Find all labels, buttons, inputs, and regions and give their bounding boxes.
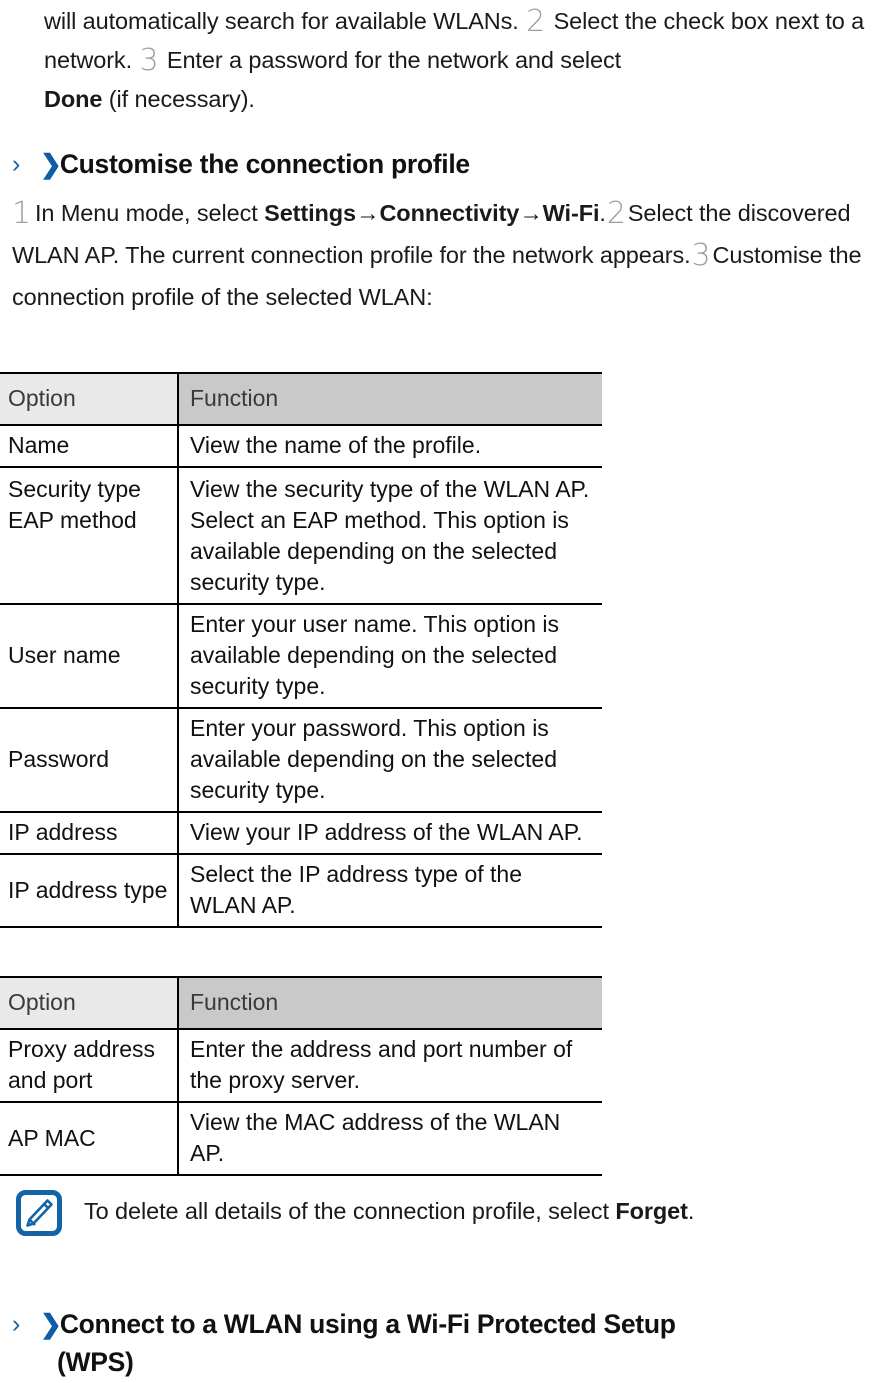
cell-option: Password	[0, 707, 178, 813]
arrow-icon-1: →	[356, 200, 380, 226]
chevron-right-icon: ›	[12, 150, 21, 178]
intro-line1-post: Select the check box	[553, 8, 769, 34]
note-block: To delete all details of the connection …	[14, 1186, 874, 1246]
note-text: To delete all details of the connection …	[84, 1194, 864, 1228]
step-number-2: 2	[526, 4, 546, 39]
column-header-function: Function	[177, 976, 602, 1030]
step-number-1: 1	[12, 196, 31, 231]
cell-function: View your IP address of the WLAN AP.	[177, 811, 602, 855]
menu-connectivity: Connectivity	[379, 200, 520, 226]
table-row: User name Enter your user name. This opt…	[0, 603, 602, 709]
table-header-row: Option Function	[0, 372, 602, 426]
cell-option: Name	[0, 424, 178, 468]
note-forget-bold: Forget	[615, 1198, 688, 1224]
section-heading-wps: › ❯Connect to a WLAN using a Wi-Fi Protec…	[12, 1306, 880, 1381]
intro-line1-pre: will automatically search for available …	[44, 8, 519, 34]
intro-line2-post: Enter a password for the network and sel…	[166, 47, 622, 73]
column-header-function: Function	[177, 372, 602, 426]
cell-function: Select the IP address type of the WLAN A…	[177, 853, 602, 928]
section-heading-customise: › ❯Customise the connection profile	[12, 146, 872, 184]
sec-text-3: Select the discovered WLAN AP. The curre…	[12, 200, 851, 268]
intro-line2-pre: next to a network.	[44, 8, 865, 73]
cell-option: IP address	[0, 811, 178, 855]
sec-text-4: Customise the connection profile of the …	[12, 242, 862, 310]
chevron-bold-icon: ❯	[40, 149, 62, 179]
table-row: Name View the name of the profile.	[0, 424, 602, 468]
column-header-option: Option	[0, 976, 178, 1030]
arrow-icon-2: →	[519, 200, 543, 226]
step-number-2b: 2	[606, 196, 626, 231]
cell-option: Proxy address and port	[0, 1028, 178, 1103]
intro-done-bold: Done	[44, 86, 103, 112]
sec-text-1: In Menu mode, select	[35, 200, 258, 226]
cell-function: View the MAC address of the WLAN AP.	[177, 1101, 602, 1176]
cell-function: Enter the address and port number of the…	[177, 1028, 602, 1103]
table-row: Proxy address and port Enter the address…	[0, 1028, 602, 1103]
intro-paragraph: will automatically search for available …	[44, 2, 880, 119]
chevron-right-icon: ›	[12, 1310, 21, 1338]
table-row: IP address type Select the IP address ty…	[0, 853, 602, 928]
section-heading-wps-title-line1: Connect to a WLAN using a Wi-Fi Protecte…	[59, 1309, 676, 1339]
step-number-3b: 3	[691, 238, 711, 273]
table-row: IP address View your IP address of the W…	[0, 811, 602, 855]
table-row: Security type EAP method View the securi…	[0, 466, 602, 605]
column-header-option: Option	[0, 372, 178, 426]
table-header-row: Option Function	[0, 976, 602, 1030]
options-table-2: Option Function Proxy address and port E…	[0, 976, 602, 1176]
cell-function: View the name of the profile.	[177, 424, 602, 468]
chevron-bold-icon: ❯	[40, 1309, 62, 1339]
note-text-post: .	[687, 1198, 695, 1224]
options-table-1: Option Function Name View the name of th…	[0, 372, 602, 928]
section-heading-wps-title-line2: (WPS)	[57, 1347, 134, 1377]
note-text-pre: To delete all details of the connection …	[84, 1198, 609, 1224]
note-pencil-icon	[16, 1190, 62, 1236]
cell-option: Security type EAP method	[0, 466, 178, 605]
sec-text-2: .	[599, 200, 606, 226]
intro-line3-rest: (if necessary).	[108, 86, 255, 112]
menu-settings: Settings	[264, 200, 357, 226]
menu-wifi: Wi-Fi	[542, 200, 600, 226]
step-number-3: 3	[139, 43, 159, 78]
table-row: Password Enter your password. This optio…	[0, 707, 602, 813]
table-row: AP MAC View the MAC address of the WLAN …	[0, 1101, 602, 1176]
cell-option: IP address type	[0, 853, 178, 928]
cell-option: AP MAC	[0, 1101, 178, 1176]
cell-option: User name	[0, 603, 178, 709]
section-heading-customise-title: Customise the connection profile	[59, 149, 470, 179]
cell-function: Enter your user name. This option is ava…	[177, 603, 602, 709]
cell-function: View the security type of the WLAN AP. S…	[177, 466, 602, 605]
cell-function: Enter your password. This option is avai…	[177, 707, 602, 813]
